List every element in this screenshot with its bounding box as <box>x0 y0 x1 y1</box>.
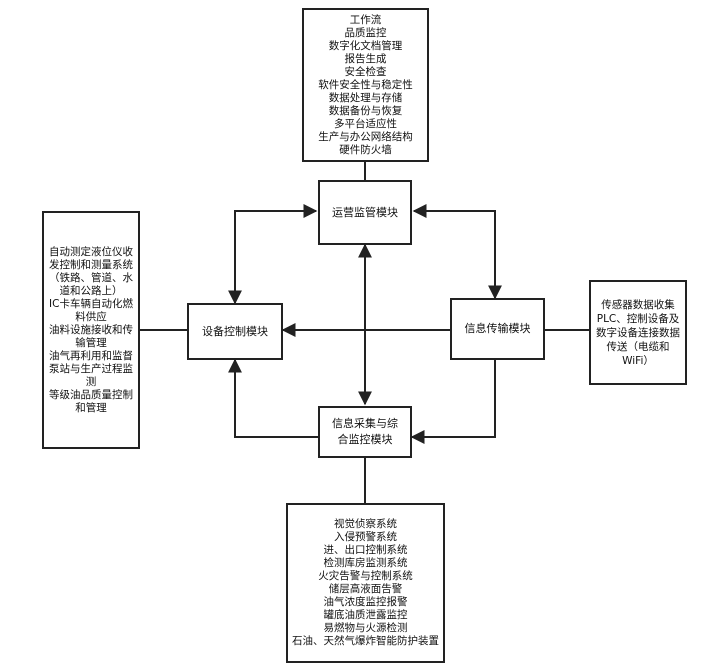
top-list-item: 生产与办公网络结构 <box>318 130 413 143</box>
left-list-item: 自动测定液位仪收发控制和测量系统（铁路、管道、水道和公路上） <box>49 245 133 297</box>
left-list-item: 油料设施接收和传输管理 <box>49 323 133 349</box>
left-list-item: 等级油品质量控制和管理 <box>49 388 133 414</box>
ops-transfer-arrow <box>412 204 502 300</box>
bottom-function-list: 视觉侦察系统 入侵预警系统 进、出口控制系统 检测库房监测系统 火灾告警与控制系… <box>286 503 445 663</box>
bottom-list-item: 检测库房监测系统 <box>323 557 408 569</box>
left-function-list: 自动测定液位仪收发控制和测量系统（铁路、管道、水道和公路上） IC卡车辆自动化燃… <box>42 211 140 449</box>
top-list-item: 品质监控 <box>344 26 387 39</box>
ops-monitor-module: 运营监管模块 <box>318 180 412 245</box>
top-function-list: 工作流 品质监控 数字化文档管理 报告生成 安全检查 软件安全性与稳定性 数据处… <box>302 8 429 162</box>
right-function-list: 传感器数据收集PLC、控制设备及数字设备连接数据传送（电缆和WiFi） <box>589 280 687 385</box>
left-list-item: 油气再利用和监督 <box>49 349 133 362</box>
top-list-item: 数据处理与存储 <box>328 91 403 104</box>
device-control-module: 设备控制模块 <box>187 303 283 360</box>
bottom-list-item: 石油、天然气爆炸智能防护装置 <box>292 635 439 647</box>
transfer-collect-arrow <box>410 360 496 444</box>
top-list-item: 数字化文档管理 <box>328 39 403 52</box>
ops-module-label: 运营监管模块 <box>332 205 398 219</box>
device-module-label: 设备控制模块 <box>202 324 268 338</box>
bottom-list-item: 储层高液面告警 <box>328 583 403 595</box>
ops-device-arrow <box>228 204 318 305</box>
collect-module-label: 信息采集与综合监控模块 <box>332 417 398 446</box>
collect-device-arrow <box>228 358 318 438</box>
top-list-item: 多平台适应性 <box>334 117 397 130</box>
bottom-list-item: 火灾告警与控制系统 <box>318 570 413 582</box>
top-list-item: 报告生成 <box>344 52 387 65</box>
top-list-item: 安全检查 <box>344 65 387 78</box>
top-list-item: 工作流 <box>349 13 382 26</box>
top-list-item: 软件安全性与稳定性 <box>318 78 413 91</box>
transfer-module-label: 信息传输模块 <box>464 322 531 335</box>
bottom-list-item: 罐底油质泄露监控 <box>323 609 408 621</box>
info-collect-module: 信息采集与综合监控模块 <box>318 406 412 458</box>
top-list-item: 硬件防火墙 <box>339 143 392 156</box>
left-list-item: 泵站与生产过程监测 <box>49 362 133 388</box>
bottom-list-item: 易燃物与火源检测 <box>323 622 408 634</box>
bottom-list-item: 油气浓度监控报警 <box>323 596 408 608</box>
bottom-list-item: 入侵预警系统 <box>334 531 397 543</box>
bottom-list-item: 视觉侦察系统 <box>334 518 397 530</box>
top-list-item: 数据备份与恢复 <box>328 104 403 117</box>
info-transfer-module: 信息传输模块 <box>450 298 545 360</box>
right-list-item: 传感器数据收集PLC、控制设备及数字设备连接数据传送（电缆和WiFi） <box>596 298 680 367</box>
left-list-item: IC卡车辆自动化燃料供应 <box>49 297 133 323</box>
bottom-list-item: 进、出口控制系统 <box>323 544 408 556</box>
